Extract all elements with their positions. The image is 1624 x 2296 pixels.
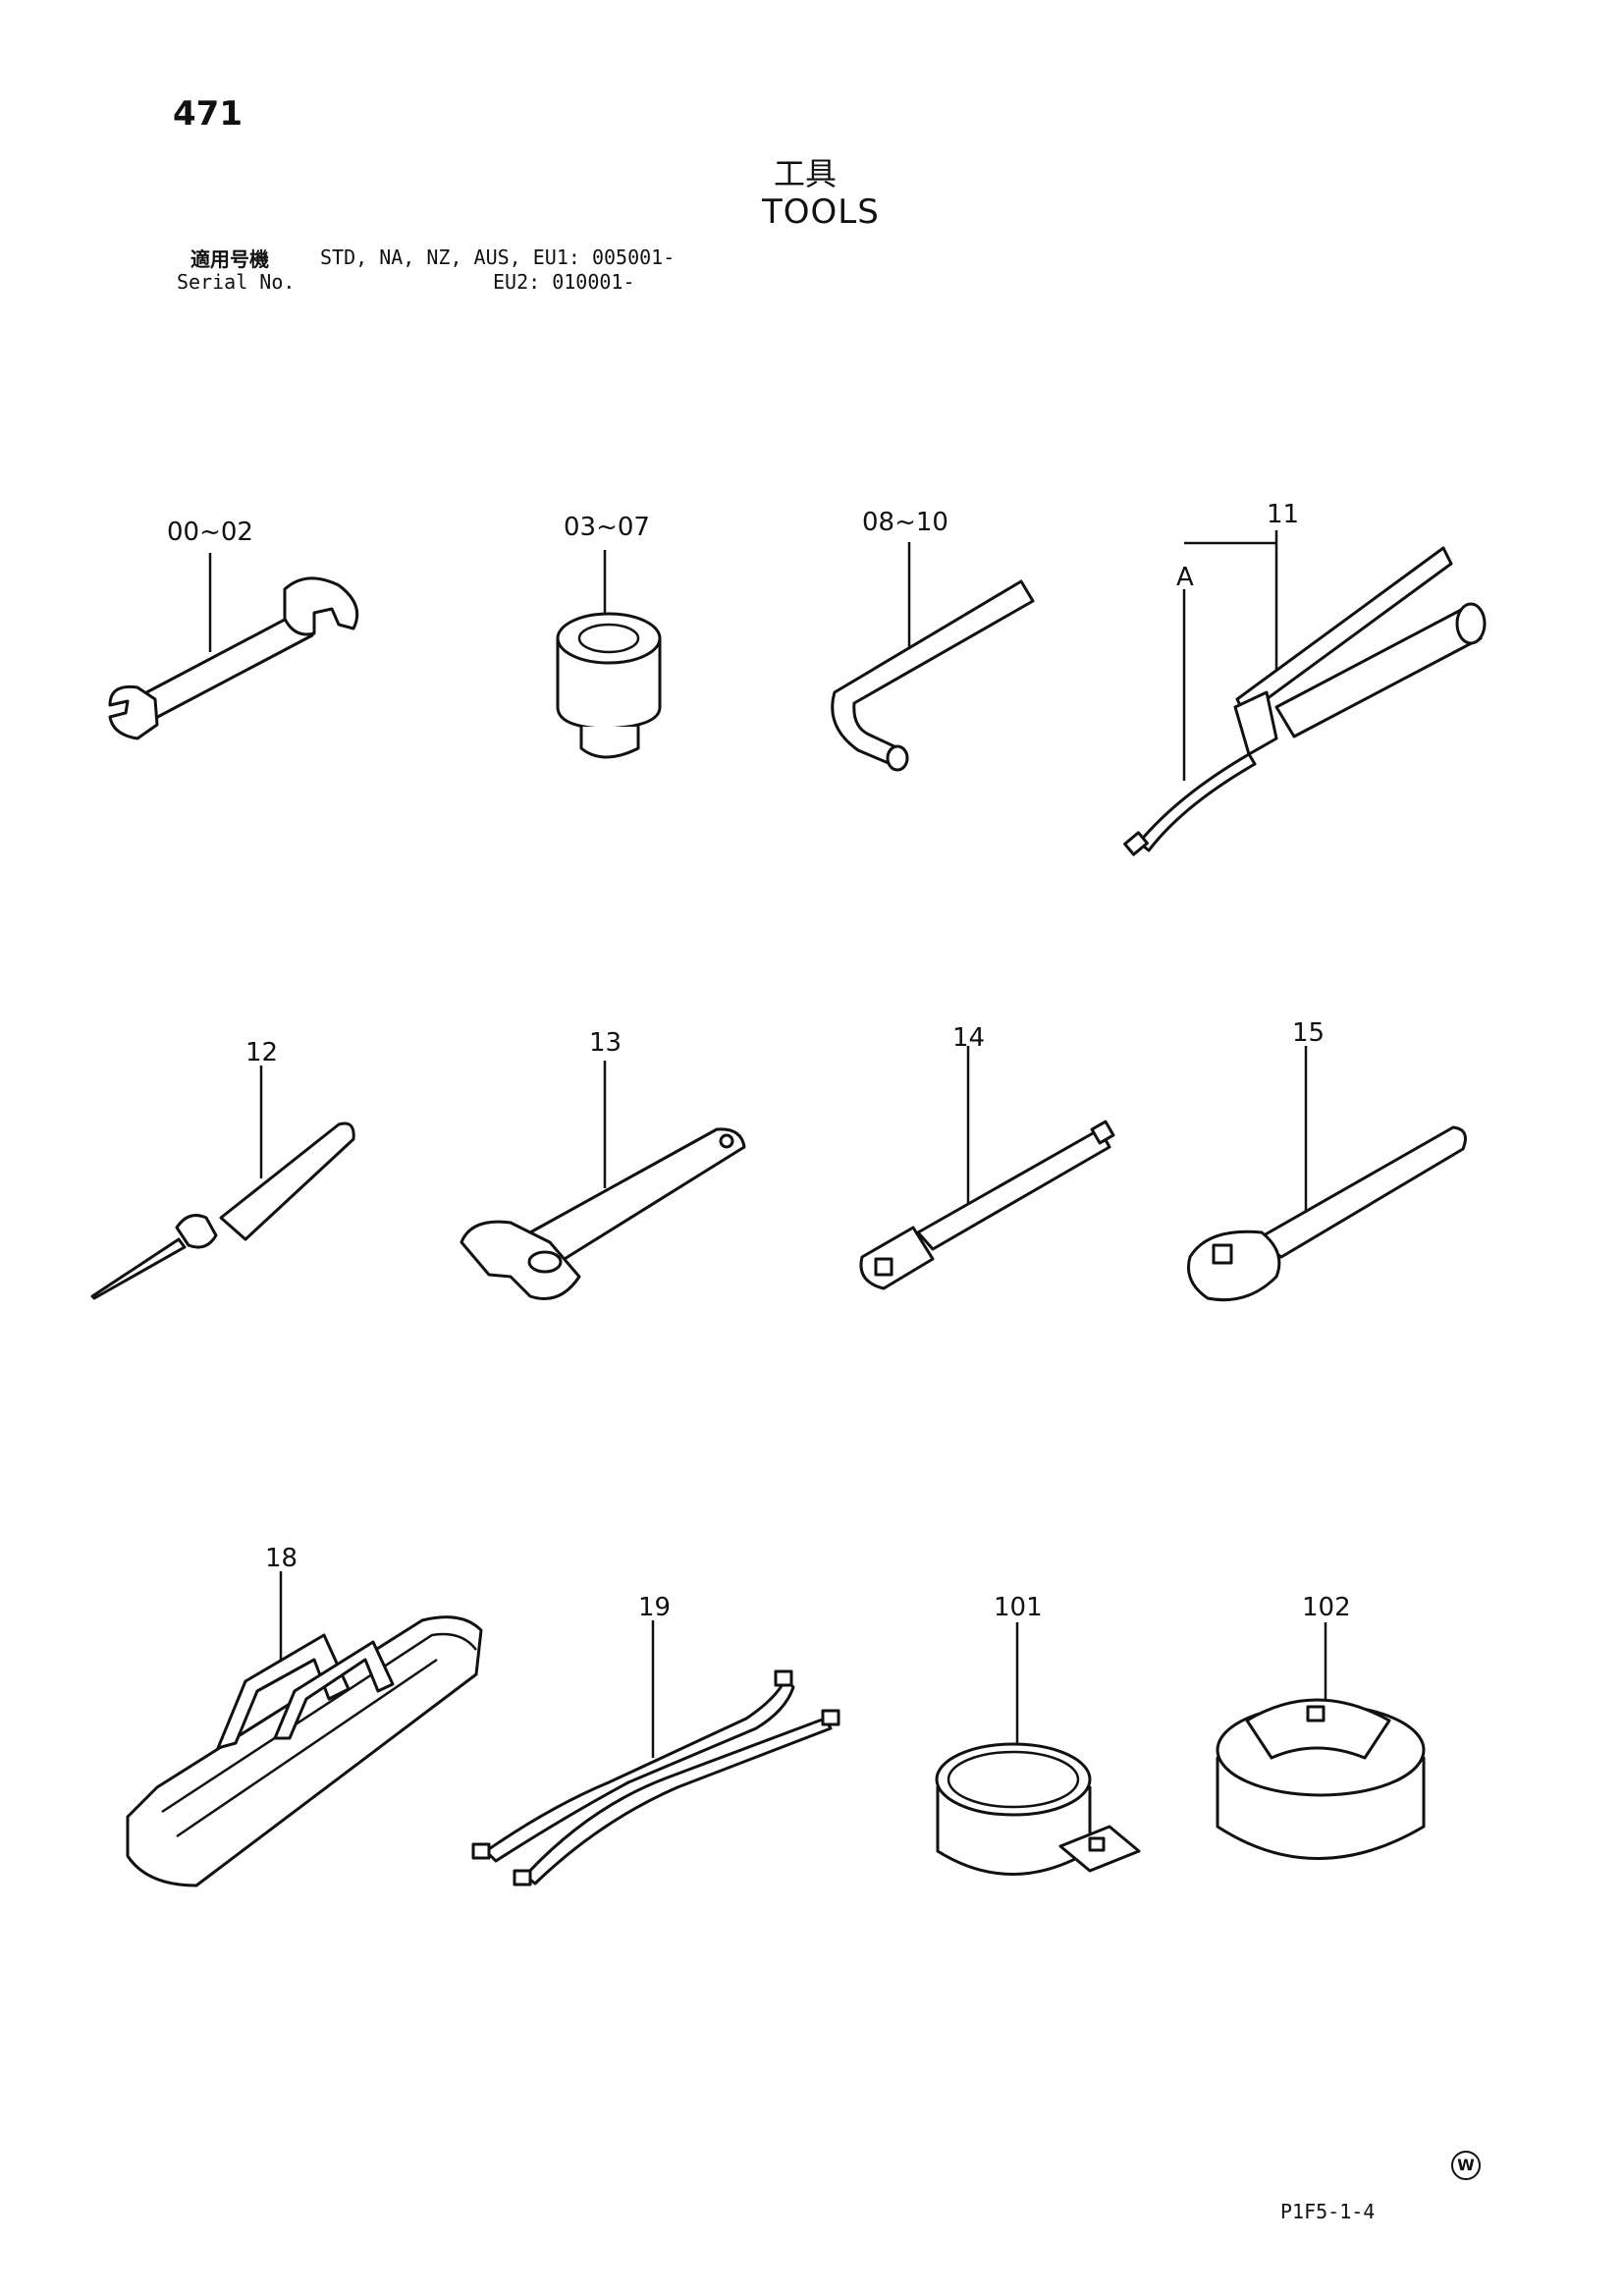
callout-12: 12 — [245, 1038, 278, 1067]
callout-08-10: 08~10 — [862, 508, 948, 537]
extension-bar-icon: 14 — [859, 1023, 1115, 1290]
wrench-icon: 00~02 — [108, 518, 359, 740]
callout-19: 19 — [638, 1593, 671, 1622]
callout-00-02: 00~02 — [167, 518, 253, 547]
cable-ties-icon: 19 — [471, 1593, 840, 1886]
serial-label-jp: 適用号機 — [190, 247, 269, 271]
serial-label-en: Serial No. — [177, 270, 296, 294]
callout-a: A — [1176, 563, 1194, 592]
hex-key-icon: 08~10 — [831, 508, 1035, 772]
serial-value-2: EU2: 010001- — [493, 270, 635, 294]
adjustable-wrench-icon: 13 — [460, 1028, 746, 1300]
screwdriver-icon: 12 — [90, 1038, 355, 1300]
callout-18: 18 — [265, 1544, 298, 1573]
filter-wrench-strap-icon: 101 — [935, 1593, 1141, 1876]
page-number: 471 — [173, 94, 243, 134]
socket-icon: 03~07 — [556, 513, 662, 759]
callout-03-07: 03~07 — [564, 513, 650, 542]
title-english: TOOLS — [762, 192, 880, 232]
callout-102: 102 — [1302, 1593, 1351, 1622]
ratchet-handle-icon: 15 — [1187, 1018, 1467, 1302]
callout-11: 11 — [1267, 500, 1299, 529]
serial-value-1: STD, NA, NZ, AUS, EU1: 005001- — [320, 246, 676, 269]
callout-101: 101 — [994, 1593, 1043, 1622]
callout-13: 13 — [589, 1028, 622, 1058]
watermark-symbol: W — [1451, 2151, 1481, 2180]
tool-bag-icon: 18 — [126, 1544, 483, 1887]
drawing-code: P1F5-1-4 — [1280, 2200, 1376, 2223]
filter-wrench-cap-icon: 102 — [1216, 1593, 1426, 1860]
title-japanese: 工具 — [774, 155, 838, 192]
callout-15: 15 — [1292, 1018, 1325, 1048]
grease-gun-icon: 11 A — [1123, 500, 1487, 856]
callout-14: 14 — [952, 1023, 985, 1053]
